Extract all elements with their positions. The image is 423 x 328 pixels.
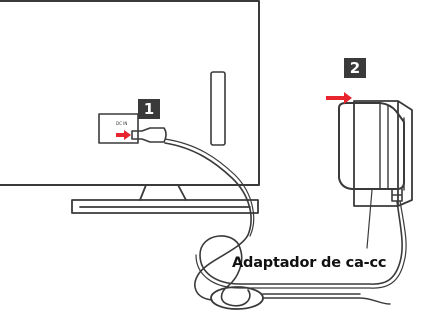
insert-arrow-1 xyxy=(116,130,131,140)
ac-dc-adapter xyxy=(338,102,405,190)
dc-cable-inner xyxy=(195,200,407,289)
adapter-strain-relief xyxy=(391,188,403,202)
insert-arrow-2 xyxy=(326,92,352,104)
tv-stand-base xyxy=(71,199,259,214)
tv-cable xyxy=(164,142,252,301)
dc-plug xyxy=(131,127,167,143)
dc-cable xyxy=(199,200,403,307)
port-label: DC IN xyxy=(116,121,128,126)
cable-right xyxy=(262,293,391,305)
tv-back-slot xyxy=(210,71,226,146)
adapter-label: Adaptador de ca-cc xyxy=(232,255,387,271)
tv-stand-neck xyxy=(139,184,187,201)
label-pointer xyxy=(366,189,373,249)
step-2-badge: 2 xyxy=(344,58,366,78)
tv-cable-inner xyxy=(164,138,255,237)
tv-body xyxy=(0,0,260,186)
step-1-badge: 1 xyxy=(138,99,160,119)
adapter-edge xyxy=(379,102,389,190)
dc-in-port-panel xyxy=(98,113,139,144)
